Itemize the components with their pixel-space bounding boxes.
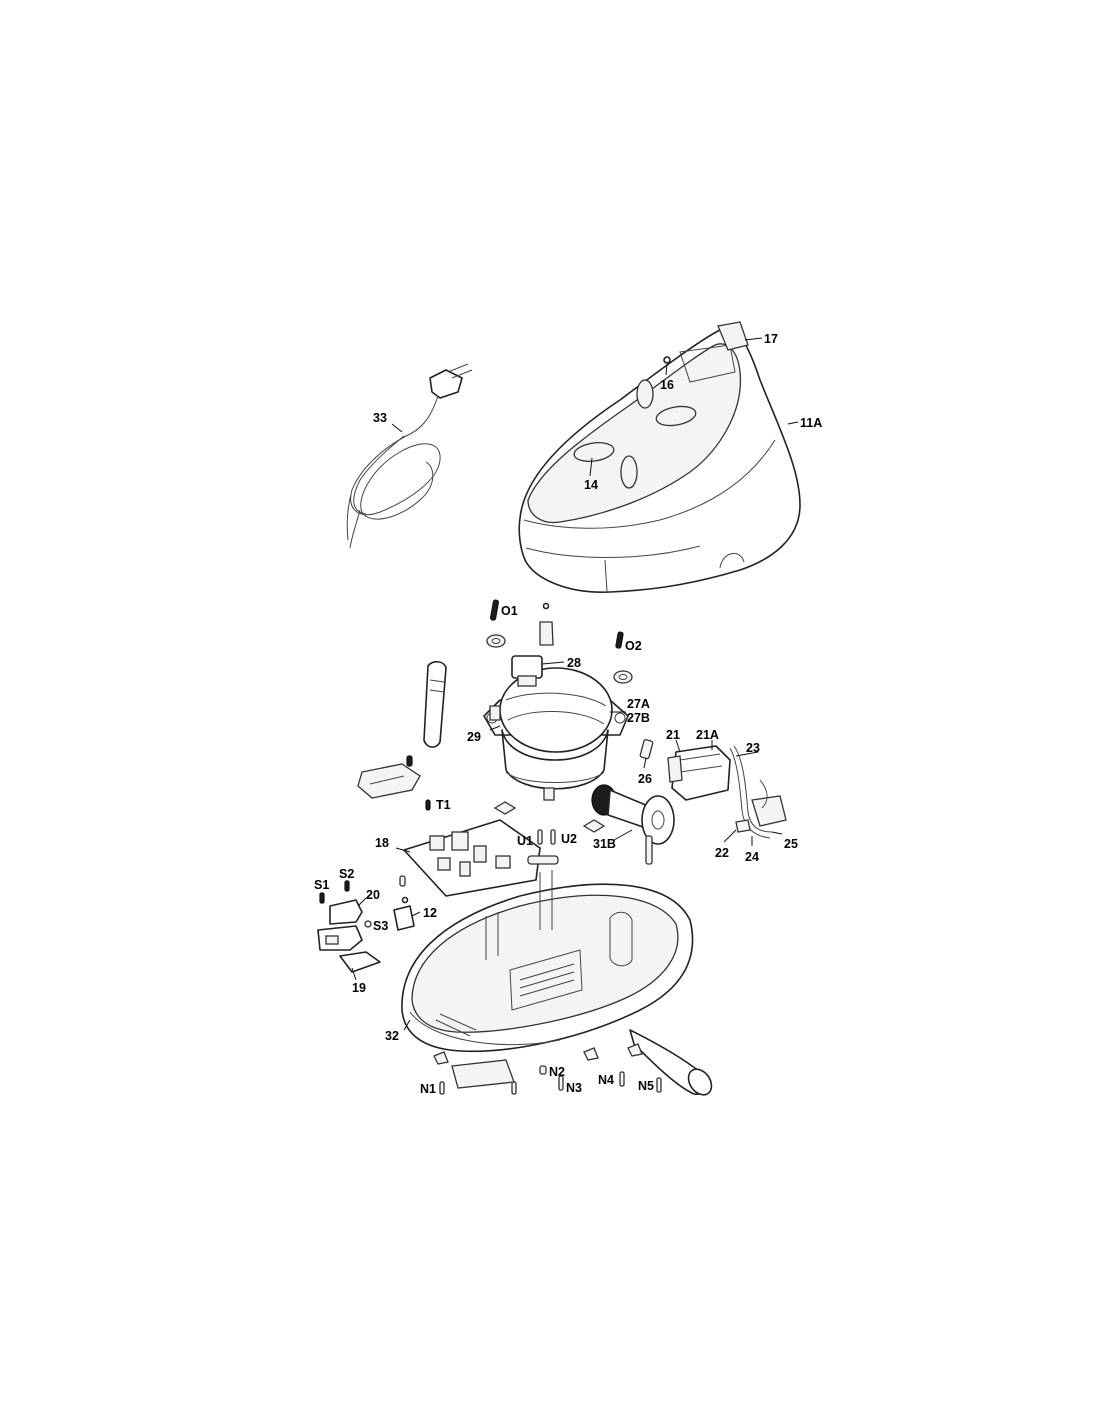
screw-O2 [615, 631, 624, 649]
callout-labels: 17 16 11A 14 33 O1 O2 28 27A 27B 29 21 2… [314, 332, 822, 1096]
label-11A: 11A [800, 416, 822, 430]
base-part-32 [401, 835, 694, 1053]
screw-O1 [490, 599, 499, 621]
label-22: 22 [715, 846, 729, 860]
grommets [486, 602, 633, 684]
label-N3: N3 [566, 1081, 582, 1095]
label-N4: N4 [598, 1073, 614, 1087]
connector-part-26 [639, 739, 654, 760]
label-S2: S2 [339, 867, 354, 881]
label-32: 32 [385, 1029, 399, 1043]
base-cap-and-plugs [433, 1029, 713, 1096]
label-N2: N2 [549, 1065, 565, 1079]
label-19: 19 [352, 981, 366, 995]
label-27A: 27A [627, 697, 650, 711]
pump-part-21 [667, 745, 731, 801]
leader-lines [351, 337, 799, 1031]
label-29: 29 [467, 730, 481, 744]
label-O1: O1 [501, 604, 518, 618]
label-S1: S1 [314, 878, 329, 892]
label-N1: N1 [420, 1082, 436, 1096]
label-12: 12 [423, 906, 437, 920]
boiler-part-27A-27B [483, 667, 629, 801]
valve-part-28 [511, 655, 543, 687]
switch-parts-19-20 [317, 880, 415, 973]
label-28: 28 [567, 656, 581, 670]
label-O2: O2 [625, 639, 642, 653]
label-23: 23 [746, 741, 760, 755]
label-N5: N5 [638, 1079, 654, 1093]
label-18: 18 [375, 836, 389, 850]
small-bushings [399, 801, 606, 904]
label-U2: U2 [561, 832, 577, 846]
label-21: 21 [666, 728, 680, 742]
label-16: 16 [660, 378, 674, 392]
screws-U1-U2 [527, 829, 559, 865]
top-housing-part-11A [518, 321, 801, 593]
label-27B: 27B [627, 711, 650, 725]
label-31B: 31B [593, 837, 616, 851]
label-21A: 21A [696, 728, 719, 742]
power-cord-part-33 [346, 363, 473, 549]
label-26: 26 [638, 772, 652, 786]
circuit-board-part-18 [403, 799, 541, 897]
label-S3: S3 [373, 919, 388, 933]
label-24: 24 [745, 850, 759, 864]
fitting-part-31B [591, 784, 675, 845]
label-14: 14 [584, 478, 598, 492]
insulation-pad [357, 763, 421, 799]
sleeve-part-gasket [406, 660, 447, 767]
label-T1: T1 [436, 798, 451, 812]
label-25: 25 [784, 837, 798, 851]
label-33: 33 [373, 411, 387, 425]
label-17: 17 [764, 332, 778, 346]
hose-parts-23-25 [729, 745, 787, 839]
label-U1: U1 [517, 834, 533, 848]
label-20: 20 [366, 888, 380, 902]
